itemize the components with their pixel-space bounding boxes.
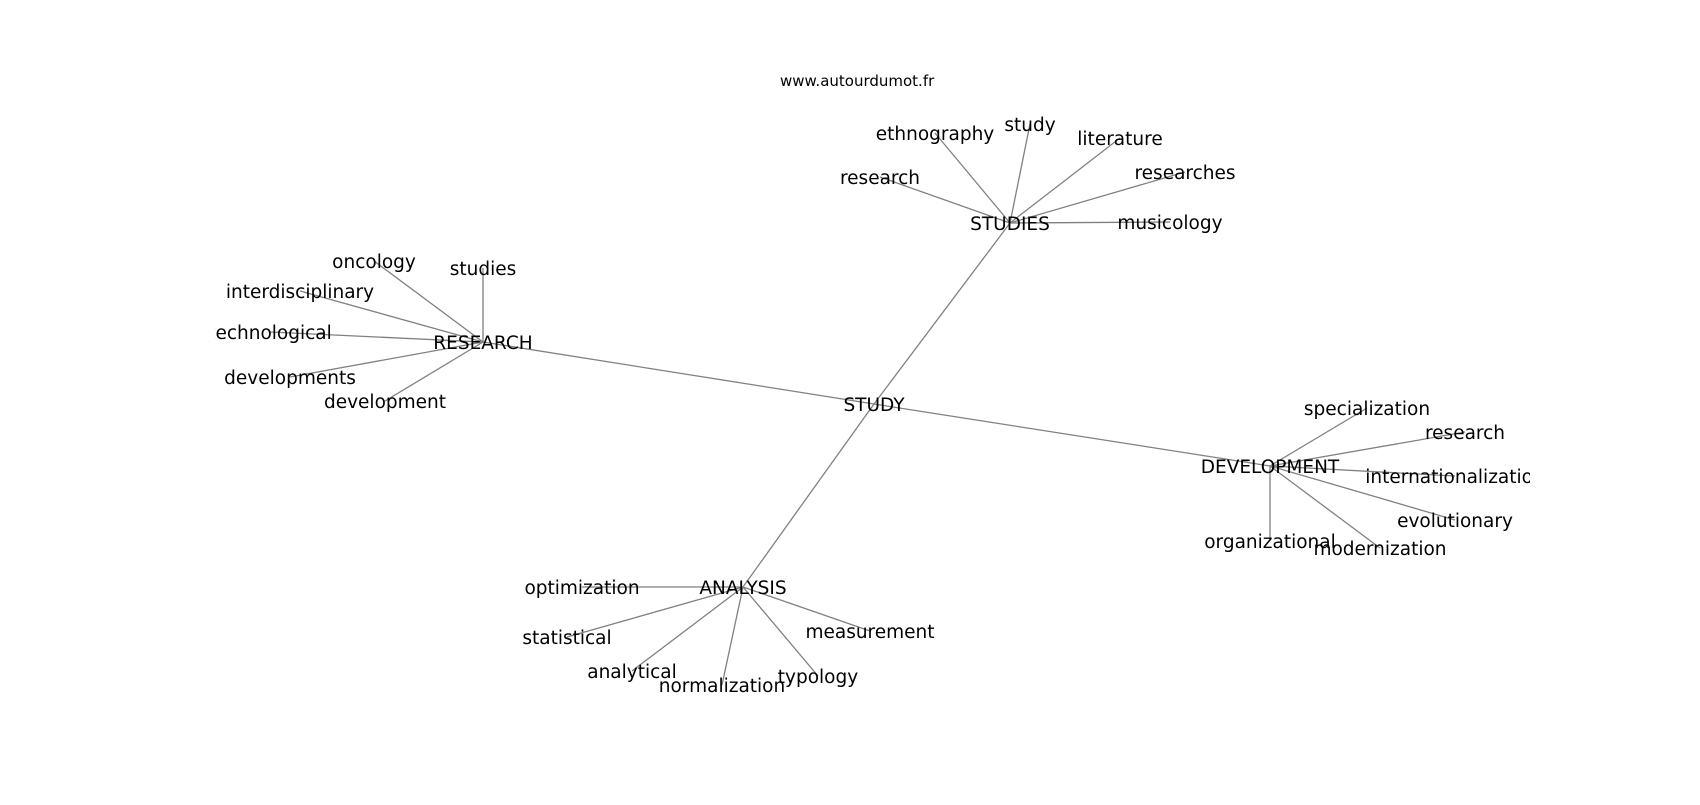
- leaf-node-studies-research[interactable]: research: [840, 168, 920, 189]
- leaf-node-research-oncology[interactable]: oncology: [332, 252, 416, 273]
- leaf-node-analysis-typology[interactable]: typology: [778, 667, 858, 688]
- leaf-node-development-organizational[interactable]: organizational: [1204, 532, 1336, 553]
- edge-development-internationalization: [1269, 465, 1456, 477]
- edge-studies-musicology: [1009, 221, 1171, 224]
- hub-node-research[interactable]: RESEARCH: [433, 333, 532, 354]
- leaf-node-research-studies[interactable]: studies: [450, 259, 517, 280]
- edge-research-oncology: [373, 260, 484, 343]
- leaf-node-research-developments[interactable]: developments: [224, 368, 356, 389]
- leaf-node-studies-study[interactable]: study: [1004, 115, 1055, 136]
- edge-development-specialization: [1269, 407, 1368, 467]
- edge-research-interdisciplinary: [299, 290, 484, 343]
- center-node-study[interactable]: STUDY: [843, 395, 905, 416]
- leaf-node-research-development[interactable]: development: [324, 392, 446, 413]
- edge-development-evolutionary: [1269, 465, 1456, 521]
- edge-analysis-statistical: [566, 586, 744, 638]
- edge-analysis-measurement: [742, 586, 871, 632]
- leaf-node-development-research[interactable]: research: [1425, 423, 1505, 444]
- leaf-node-studies-researches[interactable]: researches: [1134, 163, 1235, 184]
- edge-study-research: [482, 341, 875, 405]
- leaf-node-analysis-optimization[interactable]: optimization: [524, 578, 639, 599]
- leaf-node-development-specialization[interactable]: specialization: [1304, 399, 1430, 420]
- edge-study-analysis: [742, 403, 875, 588]
- edge-analysis-analytical: [631, 586, 744, 672]
- edge-research-development: [384, 341, 484, 402]
- hub-node-analysis[interactable]: ANALYSIS: [699, 578, 786, 599]
- leaf-node-research-technological[interactable]: technological: [208, 323, 332, 344]
- leaf-node-research-interdisciplinary[interactable]: interdisciplinary: [226, 282, 374, 303]
- leaf-node-analysis-normalization[interactable]: normalization: [659, 676, 785, 697]
- edge-development-modernization: [1269, 465, 1381, 549]
- graph-edges: [269, 123, 1466, 686]
- edge-research-technological: [269, 331, 484, 343]
- graph-labels: STUDY ethnography study literature research…: [208, 115, 1544, 697]
- edge-analysis-normalization: [721, 586, 744, 686]
- leaf-node-studies-literature[interactable]: literature: [1077, 129, 1162, 150]
- leaf-node-development-evolutionary[interactable]: evolutionary: [1397, 511, 1513, 532]
- leaf-node-development-internationalization[interactable]: internationalization: [1365, 467, 1544, 488]
- source-url: www.autourdumot.fr: [780, 72, 935, 90]
- edge-studies-researches: [1009, 171, 1186, 224]
- right-clip: [1530, 0, 1700, 800]
- leaf-node-studies-ethnography[interactable]: ethnography: [876, 124, 995, 145]
- edge-development-research: [1269, 431, 1466, 467]
- edge-studies-literature: [1009, 137, 1121, 224]
- edge-study-development: [873, 403, 1271, 467]
- edge-research-developments: [289, 341, 484, 378]
- leaf-node-analysis-analytical[interactable]: analytical: [587, 662, 677, 683]
- edge-studies-ethnography: [934, 132, 1011, 224]
- edge-studies-study: [1009, 123, 1031, 224]
- leaf-node-development-modernization[interactable]: modernization: [1313, 539, 1446, 560]
- edge-analysis-typology: [742, 586, 819, 677]
- leaf-node-analysis-measurement[interactable]: measurement: [805, 622, 934, 643]
- leaf-node-analysis-statistical[interactable]: statistical: [522, 628, 611, 649]
- edge-studies-research: [879, 176, 1011, 224]
- leaf-node-studies-musicology[interactable]: musicology: [1117, 213, 1222, 234]
- hub-node-studies[interactable]: STUDIES: [970, 214, 1050, 235]
- edge-study-studies: [873, 222, 1011, 405]
- left-clip: [0, 0, 215, 800]
- hub-node-development[interactable]: DEVELOPMENT: [1201, 457, 1340, 478]
